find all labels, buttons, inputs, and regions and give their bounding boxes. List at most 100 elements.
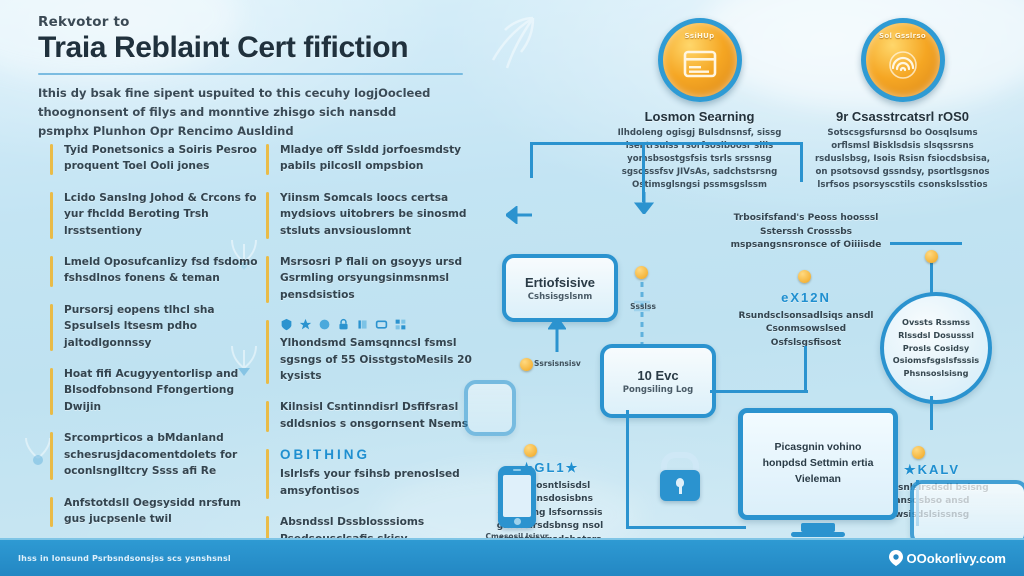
fingerprint-icon — [888, 51, 917, 79]
title-divider — [38, 73, 463, 76]
node-subtitle: Pongsiling Log — [622, 384, 694, 395]
footer-site[interactable]: OOokorlivy.com — [888, 550, 1006, 566]
footer-left-text: Ihss in lonsund Psrbsndsonsjss scs ysnsh… — [18, 553, 231, 563]
poster-header: Rekvotor to Traia Reblaint Cert fifictio… — [38, 14, 598, 140]
caption-activity: Ssrsisnsisv — [534, 359, 581, 368]
activity-dot-icon — [520, 358, 533, 371]
node-side-panel[interactable] — [910, 480, 1024, 546]
monitor-screen: Picasgnin vohino honpdsd Settmin ertia V… — [738, 408, 898, 520]
text-ex12n: eX12N Rsundsclsonsadlsiqs ansdl Csonmsow… — [732, 288, 880, 350]
bullet-marker-icon — [266, 144, 269, 175]
bullet-marker-icon — [50, 144, 53, 175]
lock-body — [660, 470, 700, 501]
list-item-text: Ylhondsmd Samsqnncsl fsmsl sgsngs of 55 … — [280, 337, 472, 383]
monitor-foot — [791, 532, 845, 537]
text-threat: Trbosifsfand's Peoss hoosssl Ssterssh Cr… — [726, 212, 886, 253]
monitor-icon[interactable]: Picasgnin vohino honpdsd Settmin ertia V… — [738, 408, 898, 537]
activity-dot-icon — [912, 446, 925, 459]
connector-line — [930, 260, 933, 294]
lock-icon — [660, 446, 700, 501]
node-circle[interactable]: Ovssts Rssmss Rlssdsl Dosusssl Prosls Co… — [880, 292, 992, 404]
location-pin-icon — [888, 550, 903, 566]
activity-dot-icon — [635, 266, 648, 279]
lock-shackle — [661, 452, 699, 476]
connector-line — [804, 346, 807, 392]
connector-line — [710, 390, 808, 393]
list-item: Hoat fifi Acugyyentorlisp and Blsodfobns… — [46, 366, 261, 416]
header-kicker: Rekvotor to — [38, 14, 130, 30]
connector-line — [800, 142, 803, 182]
node-subtitle: Cshsisgslsnm — [527, 291, 593, 302]
list-item-text: Kilnsisl Csntinndisrl Dsfifsrasl sdldsni… — [280, 401, 469, 430]
star-icon — [299, 319, 312, 330]
header-subhead: Ithis dy bsak fine sipent uspuited to th… — [38, 86, 431, 138]
connector-line — [626, 410, 629, 528]
bullet-column-right: Mladye off Ssldd jorfoesmdsty pabils pil… — [262, 142, 487, 576]
list-item-text: Lcido Sanslng Johod & Crcons fo yur fhcl… — [64, 191, 257, 237]
lock-icon — [339, 319, 348, 330]
bullet-marker-icon — [266, 320, 269, 385]
list-item-text: Pursorsj eopens tlhcl sha Spsulsels ltse… — [64, 303, 215, 349]
node-title: Ertiofsisive — [524, 274, 596, 290]
node-left-stub[interactable] — [464, 380, 516, 436]
list-item: Anfstotdsll Oegsysidd nrsfum gus jucpsen… — [46, 495, 261, 528]
list-item: Msrsosri P flali on gsoyys ursd Gsrmling… — [262, 254, 487, 304]
list-item-text: Msrsosri P flali on gsoyys ursd Gsrmling… — [280, 256, 463, 301]
node-circle-text: Ovssts Rssmss Rlssdsl Dosusssl Prosls Co… — [892, 317, 980, 379]
bullet-marker-icon — [50, 432, 53, 480]
dashed-path-icon — [634, 282, 650, 344]
page-title: Traia Reblaint Cert fifiction — [38, 31, 409, 64]
list-item: Srcomprticos a bMdanland schesrusjdacome… — [46, 430, 261, 480]
footer-bar: Ihss in lonsund Psrbsndsonsjss scs ysnsh… — [0, 538, 1024, 576]
connector-line — [530, 142, 533, 178]
smartphone-icon — [498, 466, 536, 528]
list-item: Pursorsj eopens tlhcl sha Spsulsels ltse… — [46, 302, 261, 352]
caption-secure: Ssslss — [630, 302, 656, 311]
bullet-marker-icon — [266, 449, 269, 500]
list-item-text: Srcomprticos a bMdanland schesrusjdacome… — [64, 432, 238, 478]
badge-title: 9r Csasstrcatsrl rOS0 — [836, 109, 969, 124]
bullet-marker-icon — [50, 303, 53, 352]
mini-icon-row — [280, 318, 487, 331]
list-item: Mladye off Ssldd jorfoesmdsty pabils pil… — [262, 142, 487, 175]
activity-dot-icon — [524, 444, 537, 457]
list-item: Lmeld Oposufcanlizy fsd fsdomo fshsdlnos… — [46, 254, 261, 287]
connector-line — [626, 526, 746, 529]
footer-site-label: OOokorlivy.com — [906, 550, 1006, 566]
list-item: Lcido Sanslng Johod & Crcons fo yur fhcl… — [46, 190, 261, 240]
bullet-marker-icon — [50, 191, 53, 240]
node-title: 10 Evc — [637, 367, 679, 383]
bullet-marker-icon — [50, 496, 53, 528]
node-event-log[interactable]: 10 Evc Pongsiling Log — [600, 344, 716, 418]
node-effective[interactable]: Ertiofsisive Cshsisgslsnm — [502, 254, 618, 322]
list-item: Kilnsisl Csntinndisrl Dsfifsrasl sdldsni… — [262, 399, 487, 433]
list-item-text: Hoat fifi Acugyyentorlisp and Blsodfobns… — [64, 368, 239, 413]
badge-body: Ilhdoleng ogisgj Bulsdnsnsf, sissg lsent… — [617, 128, 782, 190]
bullet-marker-icon — [50, 256, 53, 287]
list-item-text: Anfstotdsll Oegsysidd nrsfum gus jucpsen… — [64, 496, 241, 525]
circle-icon — [319, 319, 330, 330]
grid-icon — [395, 319, 406, 330]
badge-coin: SsiHUp — [657, 18, 742, 102]
badge-coin-caption: SsiHUp — [684, 32, 715, 40]
bullet-marker-icon — [266, 256, 269, 304]
text-kalv-heading: ★KALV — [903, 462, 961, 477]
link-icon — [375, 320, 388, 329]
card-icon — [683, 50, 716, 78]
bullet-marker-icon — [266, 401, 269, 433]
list-item-with-icons: Ylhondsmd Samsqnncsl fsmsl sgsngs of 55 … — [262, 318, 487, 385]
badge-body: Sotscsgsfursnsd bo Oosqlsums orflsmsl Bi… — [814, 128, 991, 190]
text-ex12n-heading: eX12N — [781, 290, 831, 305]
connector-line — [530, 142, 800, 145]
caption-phone: Cmesosil lsisvr — [485, 532, 549, 541]
text-threat-body: Trbosifsfand's Peoss hoosssl Ssterssh Cr… — [730, 213, 882, 250]
text-ex12n-body: Rsundsclsonsadlsiqs ansdl Csonmsowslsed … — [738, 310, 874, 348]
list-item-text: Lmeld Oposufcanlizy fsd fsdomo fshsdlnos… — [64, 256, 258, 285]
connector-line — [642, 142, 645, 202]
list-item-text: Islrlsfs your fsihsb prenoslsed amsyfont… — [280, 468, 460, 497]
section-heading: OBITHING — [280, 447, 370, 463]
list-item: Tyid Ponetsonics a Soiris Pesroo proquen… — [46, 142, 261, 175]
node-monitor-title: Picasgnin vohino honpdsd Settmin ertia V… — [762, 441, 874, 485]
arrow-up-icon — [548, 318, 566, 352]
